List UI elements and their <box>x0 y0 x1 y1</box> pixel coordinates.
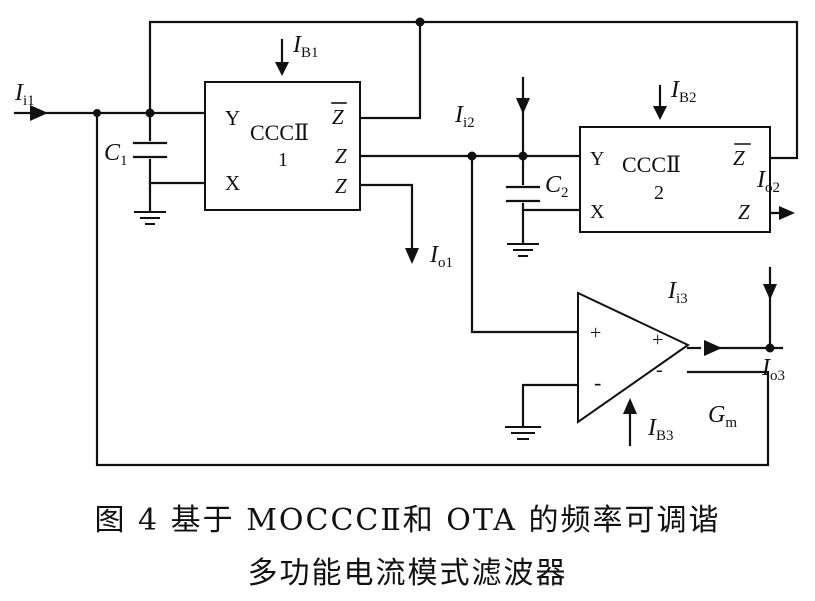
arrow-icon <box>275 62 289 76</box>
arrowheads <box>30 62 795 414</box>
arrow-icon <box>779 206 795 220</box>
ota-minus-output: - <box>656 359 663 381</box>
block-title: CCCⅡ <box>622 152 681 177</box>
port-zbar-label: Z <box>733 146 745 170</box>
figure-caption-line-2: 多功能电流模式滤波器 <box>247 556 568 591</box>
label-gm: Gm <box>708 402 737 431</box>
arrow-icon <box>405 248 419 264</box>
label-ib2: IB2 <box>670 77 697 106</box>
wires <box>13 20 799 467</box>
port-z-label: Z <box>335 144 347 168</box>
circuit-diagram: Y X Z Z Z CCCⅡ 1 Y X Z Z CCCⅡ 2 + - + - … <box>13 17 799 467</box>
label-ii3: Ii3 <box>667 278 688 307</box>
port-y-label: Y <box>225 106 240 130</box>
label-io3: Io3 <box>761 355 785 384</box>
label-io1: Io1 <box>429 242 453 271</box>
label-ii2: Ii2 <box>454 102 475 131</box>
port-y-label: Y <box>590 148 604 170</box>
arrow-icon <box>653 106 667 120</box>
label-c2: C2 <box>545 172 569 201</box>
capacitor-c1 <box>132 141 168 159</box>
signal-labels: Ii1 IB1 IB2 Ii2 Ii3 Io1 Io2 Io3 IB3 C1 C… <box>14 32 785 444</box>
ground-icon <box>507 243 539 257</box>
ota-minus-input: - <box>594 370 601 395</box>
block-index: 1 <box>278 149 288 171</box>
label-ib1: IB1 <box>292 32 319 61</box>
figure-caption-line-1: 图 4 基于 MOCCCⅡ和 OTA 的频率可调谐 <box>94 503 721 538</box>
arrow-icon <box>30 105 48 121</box>
label-ii1: Ii1 <box>14 80 35 109</box>
arrow-icon <box>516 98 530 114</box>
port-zbar-label: Z <box>332 105 344 129</box>
arrow-icon <box>623 398 637 414</box>
arrow-icon <box>704 340 722 356</box>
block-title: CCCⅡ <box>250 120 309 145</box>
junction-dots <box>93 17 775 353</box>
ota-plus-output: + <box>652 329 663 351</box>
ota-block: + - + - <box>577 291 690 424</box>
block-index: 2 <box>654 182 664 204</box>
port-x-label: X <box>225 171 240 195</box>
label-c1: C1 <box>104 140 128 169</box>
cccii-2-block: Y X Z Z CCCⅡ 2 <box>579 126 771 233</box>
label-io2: Io2 <box>756 167 780 196</box>
cccii-1-block: Y X Z Z Z CCCⅡ 1 <box>204 81 361 211</box>
ota-plus-input: + <box>590 322 601 344</box>
capacitor-c2 <box>505 185 541 203</box>
port-z-label: Z <box>738 200 750 224</box>
port-x-label: X <box>590 201 605 223</box>
port-z-label: Z <box>335 174 347 198</box>
arrow-icon <box>763 284 777 300</box>
label-ib3: IB3 <box>647 415 674 444</box>
ground-icon <box>505 426 541 440</box>
ground-icon <box>134 211 166 225</box>
